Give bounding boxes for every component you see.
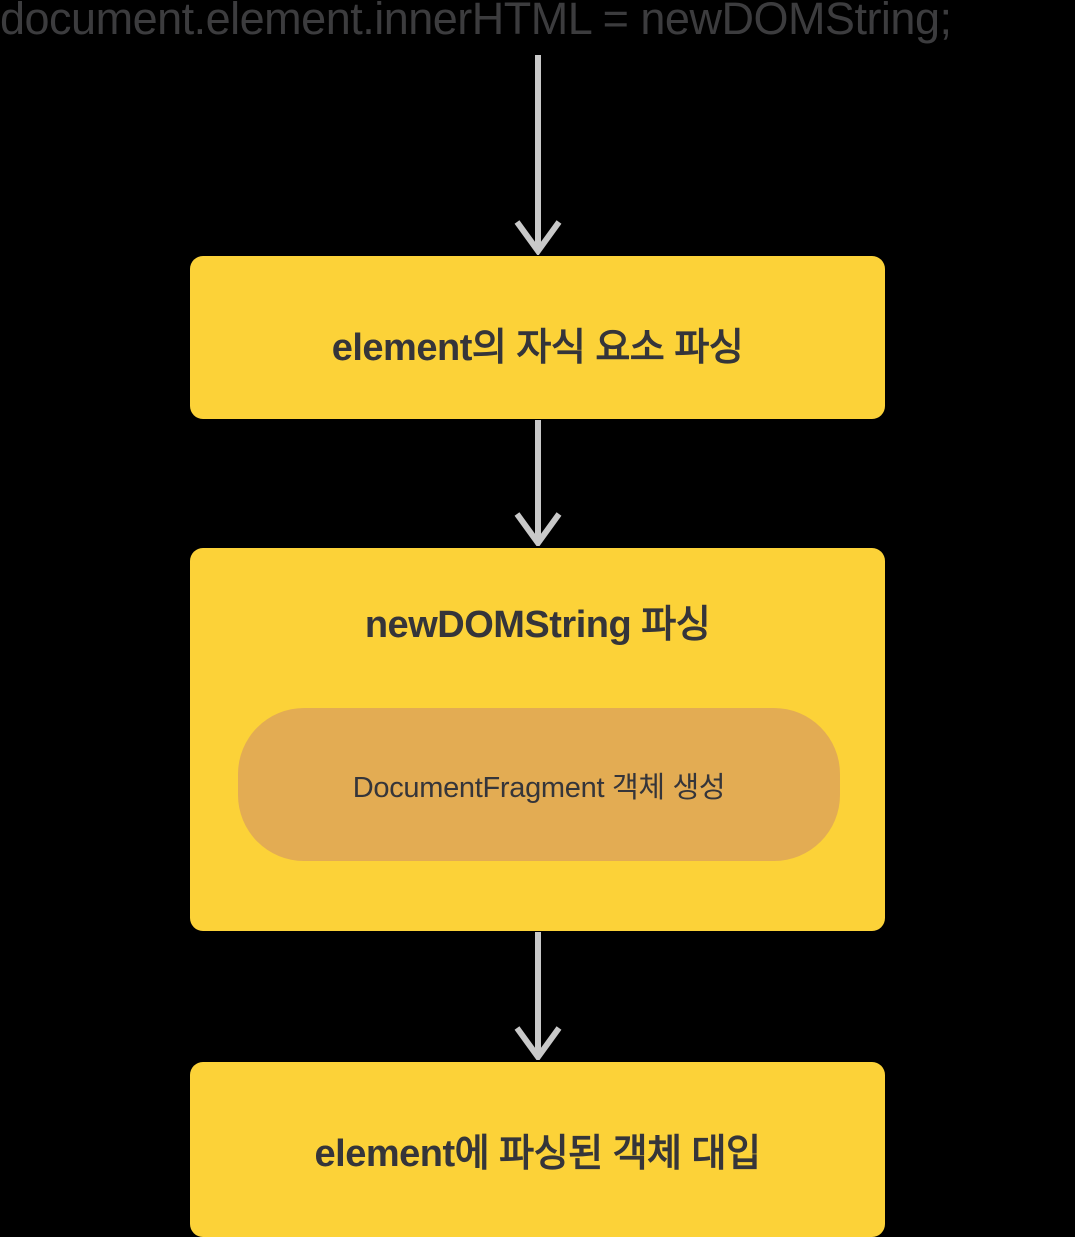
flow-step-title: newDOMString 파싱 [364,604,711,646]
arrow-header-to-step1 [508,55,568,255]
code-header-text: document.element.innerHTML = newDOMStrin… [0,0,952,44]
arrow-down-icon [514,55,562,255]
flow-step-assign-parsed-object[interactable]: element에 파싱된 객체 대입 [190,1062,885,1237]
inner-node-create-documentfragment[interactable]: DocumentFragment 객체 생성 [238,708,840,861]
flow-step-parse-newdomstring[interactable]: newDOMString 파싱 DocumentFragment 객체 생성 [190,548,885,931]
arrow-down-icon [514,932,562,1060]
flow-step-title: element에 파싱된 객체 대입 [314,1133,761,1175]
flow-step-title: element의 자식 요소 파싱 [331,327,744,369]
arrow-step1-to-step2 [508,420,568,546]
arrow-down-icon [514,420,562,546]
inner-node-label: DocumentFragment 객체 생성 [352,771,726,804]
flow-step-parse-child-elements[interactable]: element의 자식 요소 파싱 [190,256,885,419]
arrow-step2-to-step3 [508,932,568,1060]
